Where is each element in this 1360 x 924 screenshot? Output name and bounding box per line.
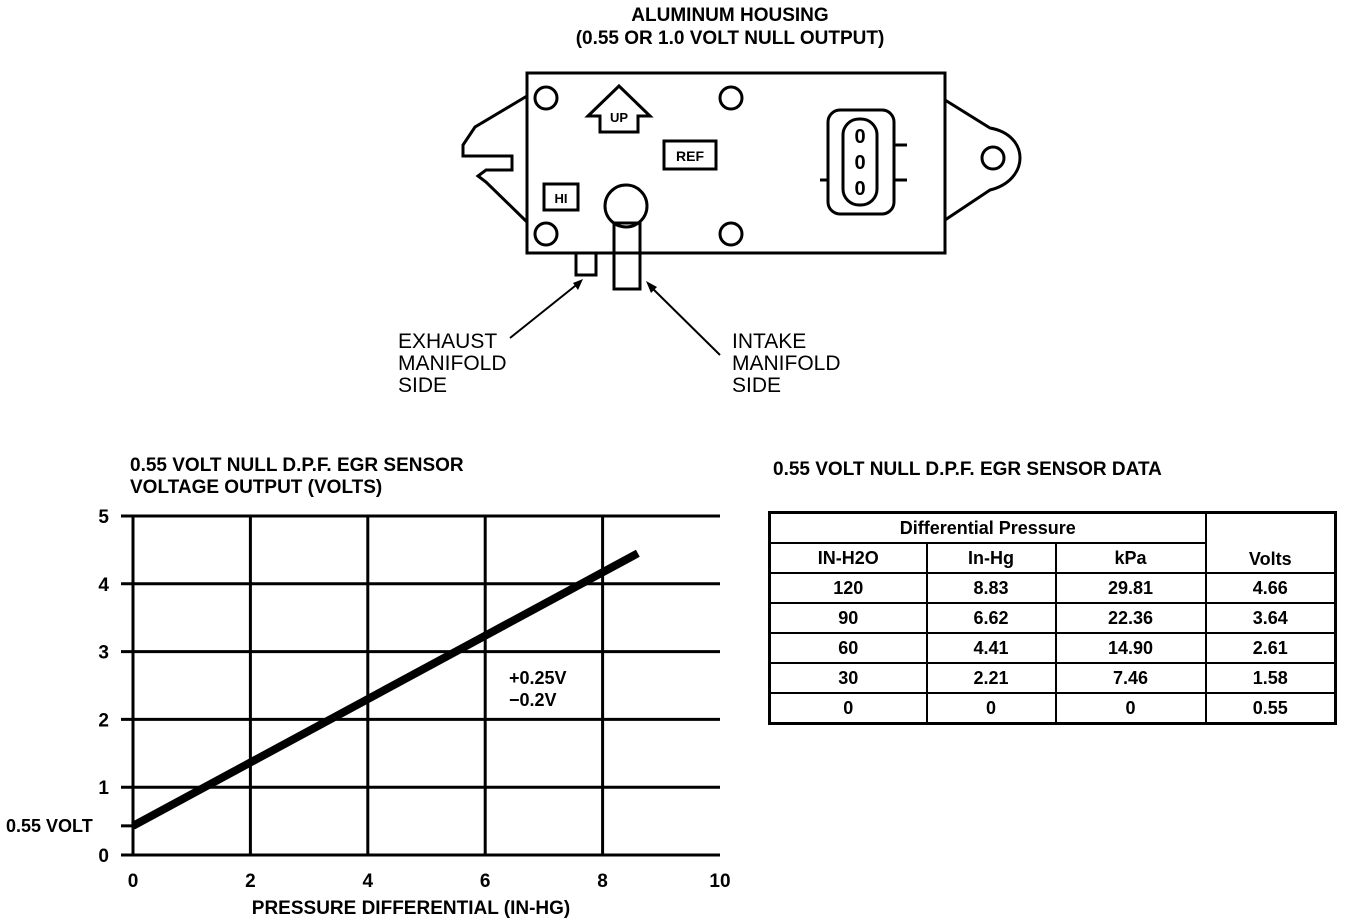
table-cell: 3.64 [1204, 602, 1337, 634]
left-mounting-ear [461, 94, 529, 224]
ref-box [662, 139, 718, 171]
intake-callout-line: INTAKE [732, 330, 807, 353]
tolerance-plus: +0.25V [509, 668, 567, 688]
table-cell: 0 [1054, 692, 1207, 725]
chart-title: 0.55 VOLT NULL D.P.F. EGR SENSOR VOLTAGE… [130, 455, 464, 499]
connector-plug [841, 117, 879, 207]
tolerance-minus: −0.2V [509, 690, 557, 710]
table-row: 0 0 0 0.55 [768, 692, 1337, 725]
table-cell: 2.21 [925, 662, 1057, 694]
sensor-data-table: Differential Pressure Volts IN-H2O In-Hg… [768, 511, 1337, 725]
table-cell: 8.83 [925, 572, 1057, 604]
chart-grid [121, 514, 720, 857]
electrical-connector [826, 108, 896, 216]
table-row: 120 8.83 29.81 4.66 [768, 572, 1337, 604]
volts-header: Volts [1204, 511, 1337, 574]
table-subheader-row: IN-H2O In-Hg kPa [768, 542, 1336, 574]
null-voltage-label: 0.55 VOLT [6, 816, 93, 836]
table-cell: 22.36 [1054, 602, 1207, 634]
chart-title-line: 0.55 VOLT NULL D.P.F. EGR SENSOR [130, 455, 464, 476]
table-cell: 30 [768, 662, 928, 694]
header-subtitle: (0.55 OR 1.0 VOLT NULL OUTPUT) [575, 28, 885, 49]
chart-title-line: VOLTAGE OUTPUT (VOLTS) [130, 477, 383, 498]
exhaust-callout: EXHAUST MANIFOLD SIDE [398, 331, 507, 397]
bolt-hole [533, 221, 559, 247]
y-tick-label: 4 [98, 575, 109, 596]
table-cell: 4.41 [925, 632, 1057, 664]
table-cell: 120 [768, 572, 928, 604]
table-cell: 90 [768, 602, 928, 634]
chart-ticks: 0 1 2 3 4 5 0 2 4 6 8 10 [98, 507, 730, 892]
table-cell: 0 [768, 692, 928, 725]
exhaust-port [574, 251, 598, 277]
right-mounting-ear [944, 98, 1022, 222]
column-header: IN-H2O [768, 542, 928, 574]
x-tick-label: 2 [245, 871, 256, 892]
y-tick-label: 5 [98, 507, 109, 528]
intake-callout-line: MANIFOLD [732, 352, 841, 375]
bolt-hole [718, 221, 744, 247]
bolt-hole [533, 85, 559, 111]
table-cell: 1.58 [1204, 662, 1337, 694]
table-row: 30 2.21 7.46 1.58 [768, 662, 1337, 694]
column-header: In-Hg [925, 542, 1057, 574]
table-cell: 7.46 [1054, 662, 1207, 694]
column-header: kPa [1054, 542, 1207, 574]
diagram-header: ALUMINUM HOUSING (0.55 OR 1.0 VOLT NULL … [0, 4, 1360, 50]
y-tick-label: 0 [98, 846, 109, 867]
x-tick-label: 4 [363, 871, 374, 892]
chart-series [131, 549, 640, 830]
table-cell: 0 [925, 692, 1057, 725]
intake-callout: INTAKE MANIFOLD SIDE [732, 331, 841, 397]
connector-pin: 0 [854, 152, 865, 174]
exhaust-callout-line: SIDE [398, 374, 448, 397]
table-header-row: Differential Pressure Volts [768, 511, 1337, 574]
table-row: 60 4.41 14.90 2.61 [768, 632, 1337, 664]
intake-port-tube [612, 221, 642, 291]
connector-pin: 0 [854, 126, 865, 148]
intake-port [603, 183, 649, 229]
table-cell: 6.62 [925, 602, 1057, 634]
x-axis-label: PRESSURE DIFFERENTIAL (IN-HG) [252, 898, 570, 919]
hi-label: HI [555, 191, 568, 206]
connector-pin: 0 [854, 178, 865, 200]
table-cell: 0.55 [1204, 692, 1337, 725]
y-tick-label: 2 [98, 710, 109, 731]
exhaust-callout-line: MANIFOLD [398, 352, 507, 375]
up-arrow-icon [584, 83, 654, 134]
x-tick-label: 10 [709, 871, 730, 892]
ref-label: REF [676, 148, 704, 164]
intake-callout-line: SIDE [732, 374, 782, 397]
voltage-output-line [131, 549, 640, 830]
table-cell: 60 [768, 632, 928, 664]
x-tick-label: 0 [128, 871, 139, 892]
voltage-chart: 0 1 2 3 4 5 0 2 4 6 8 10 0.55 VOLT +0.25V −0.2V PRE… [6, 507, 731, 919]
table-title: 0.55 VOLT NULL D.P.F. EGR SENSOR DATA [773, 459, 1162, 480]
table-cell: 2.61 [1204, 632, 1337, 664]
x-tick-label: 8 [597, 871, 608, 892]
hi-box [542, 182, 580, 212]
header-title: ALUMINUM HOUSING [631, 5, 829, 26]
right-mount-hole [980, 145, 1006, 171]
bolt-hole [718, 85, 744, 111]
exhaust-callout-line: EXHAUST [398, 330, 498, 353]
y-tick-label: 3 [98, 643, 109, 664]
group-header: Differential Pressure [768, 511, 1207, 544]
table-row: 90 6.62 22.36 3.64 [768, 602, 1337, 634]
table-cell: 4.66 [1204, 572, 1337, 604]
table-cell: 29.81 [1054, 572, 1207, 604]
table-cell: 14.90 [1054, 632, 1207, 664]
sensor-housing [525, 71, 947, 255]
y-tick-label: 1 [98, 778, 109, 799]
x-tick-label: 6 [480, 871, 491, 892]
up-label: UP [610, 110, 628, 125]
